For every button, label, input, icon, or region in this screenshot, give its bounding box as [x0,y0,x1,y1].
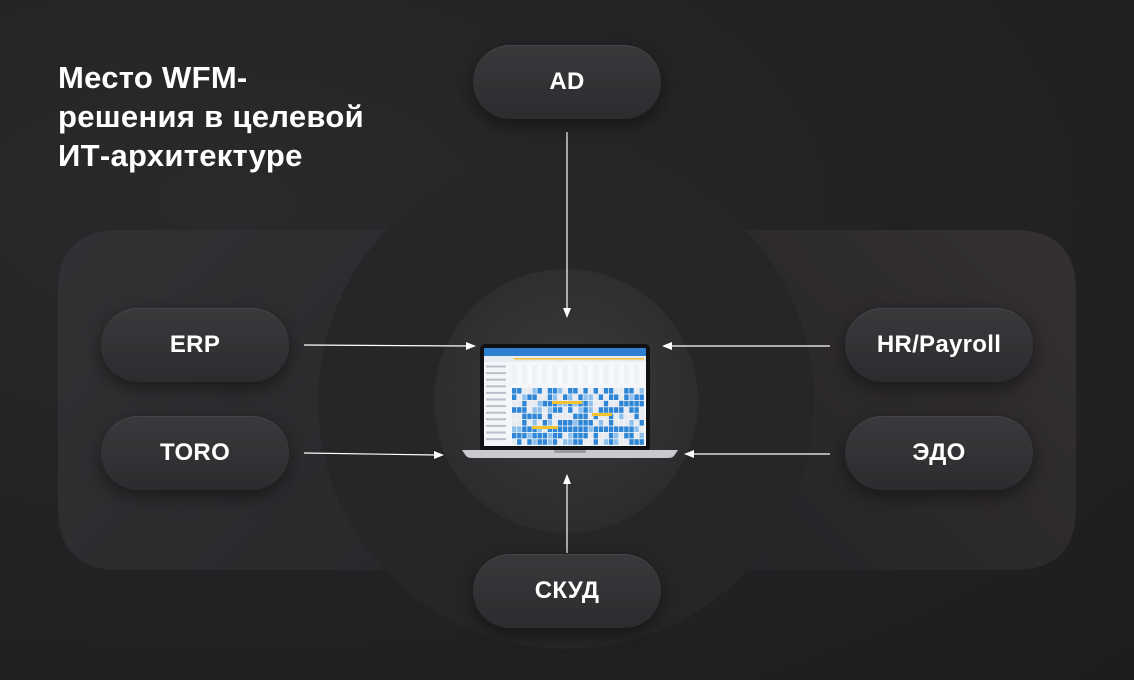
arrow-toro-to-wfm [303,452,437,456]
laptop-icon [462,344,678,458]
node-skud: СКУД [473,554,661,628]
schedule-grid [486,365,644,445]
node-hr-payroll: HR/Payroll [845,308,1033,382]
arrow-erp-to-wfm [303,344,469,347]
page-title: Место WFM- решения в целевой ИТ-архитект… [58,58,478,175]
node-erp: ERP [101,308,289,382]
node-edo: ЭДО [845,416,1033,490]
title-line-2: решения в целевой [58,99,364,134]
title-line-3: ИТ-архитектуре [58,138,303,173]
node-ad: AD [473,45,661,119]
title-line-1: Место WFM- [58,60,248,95]
node-toro: TORO [101,416,289,490]
